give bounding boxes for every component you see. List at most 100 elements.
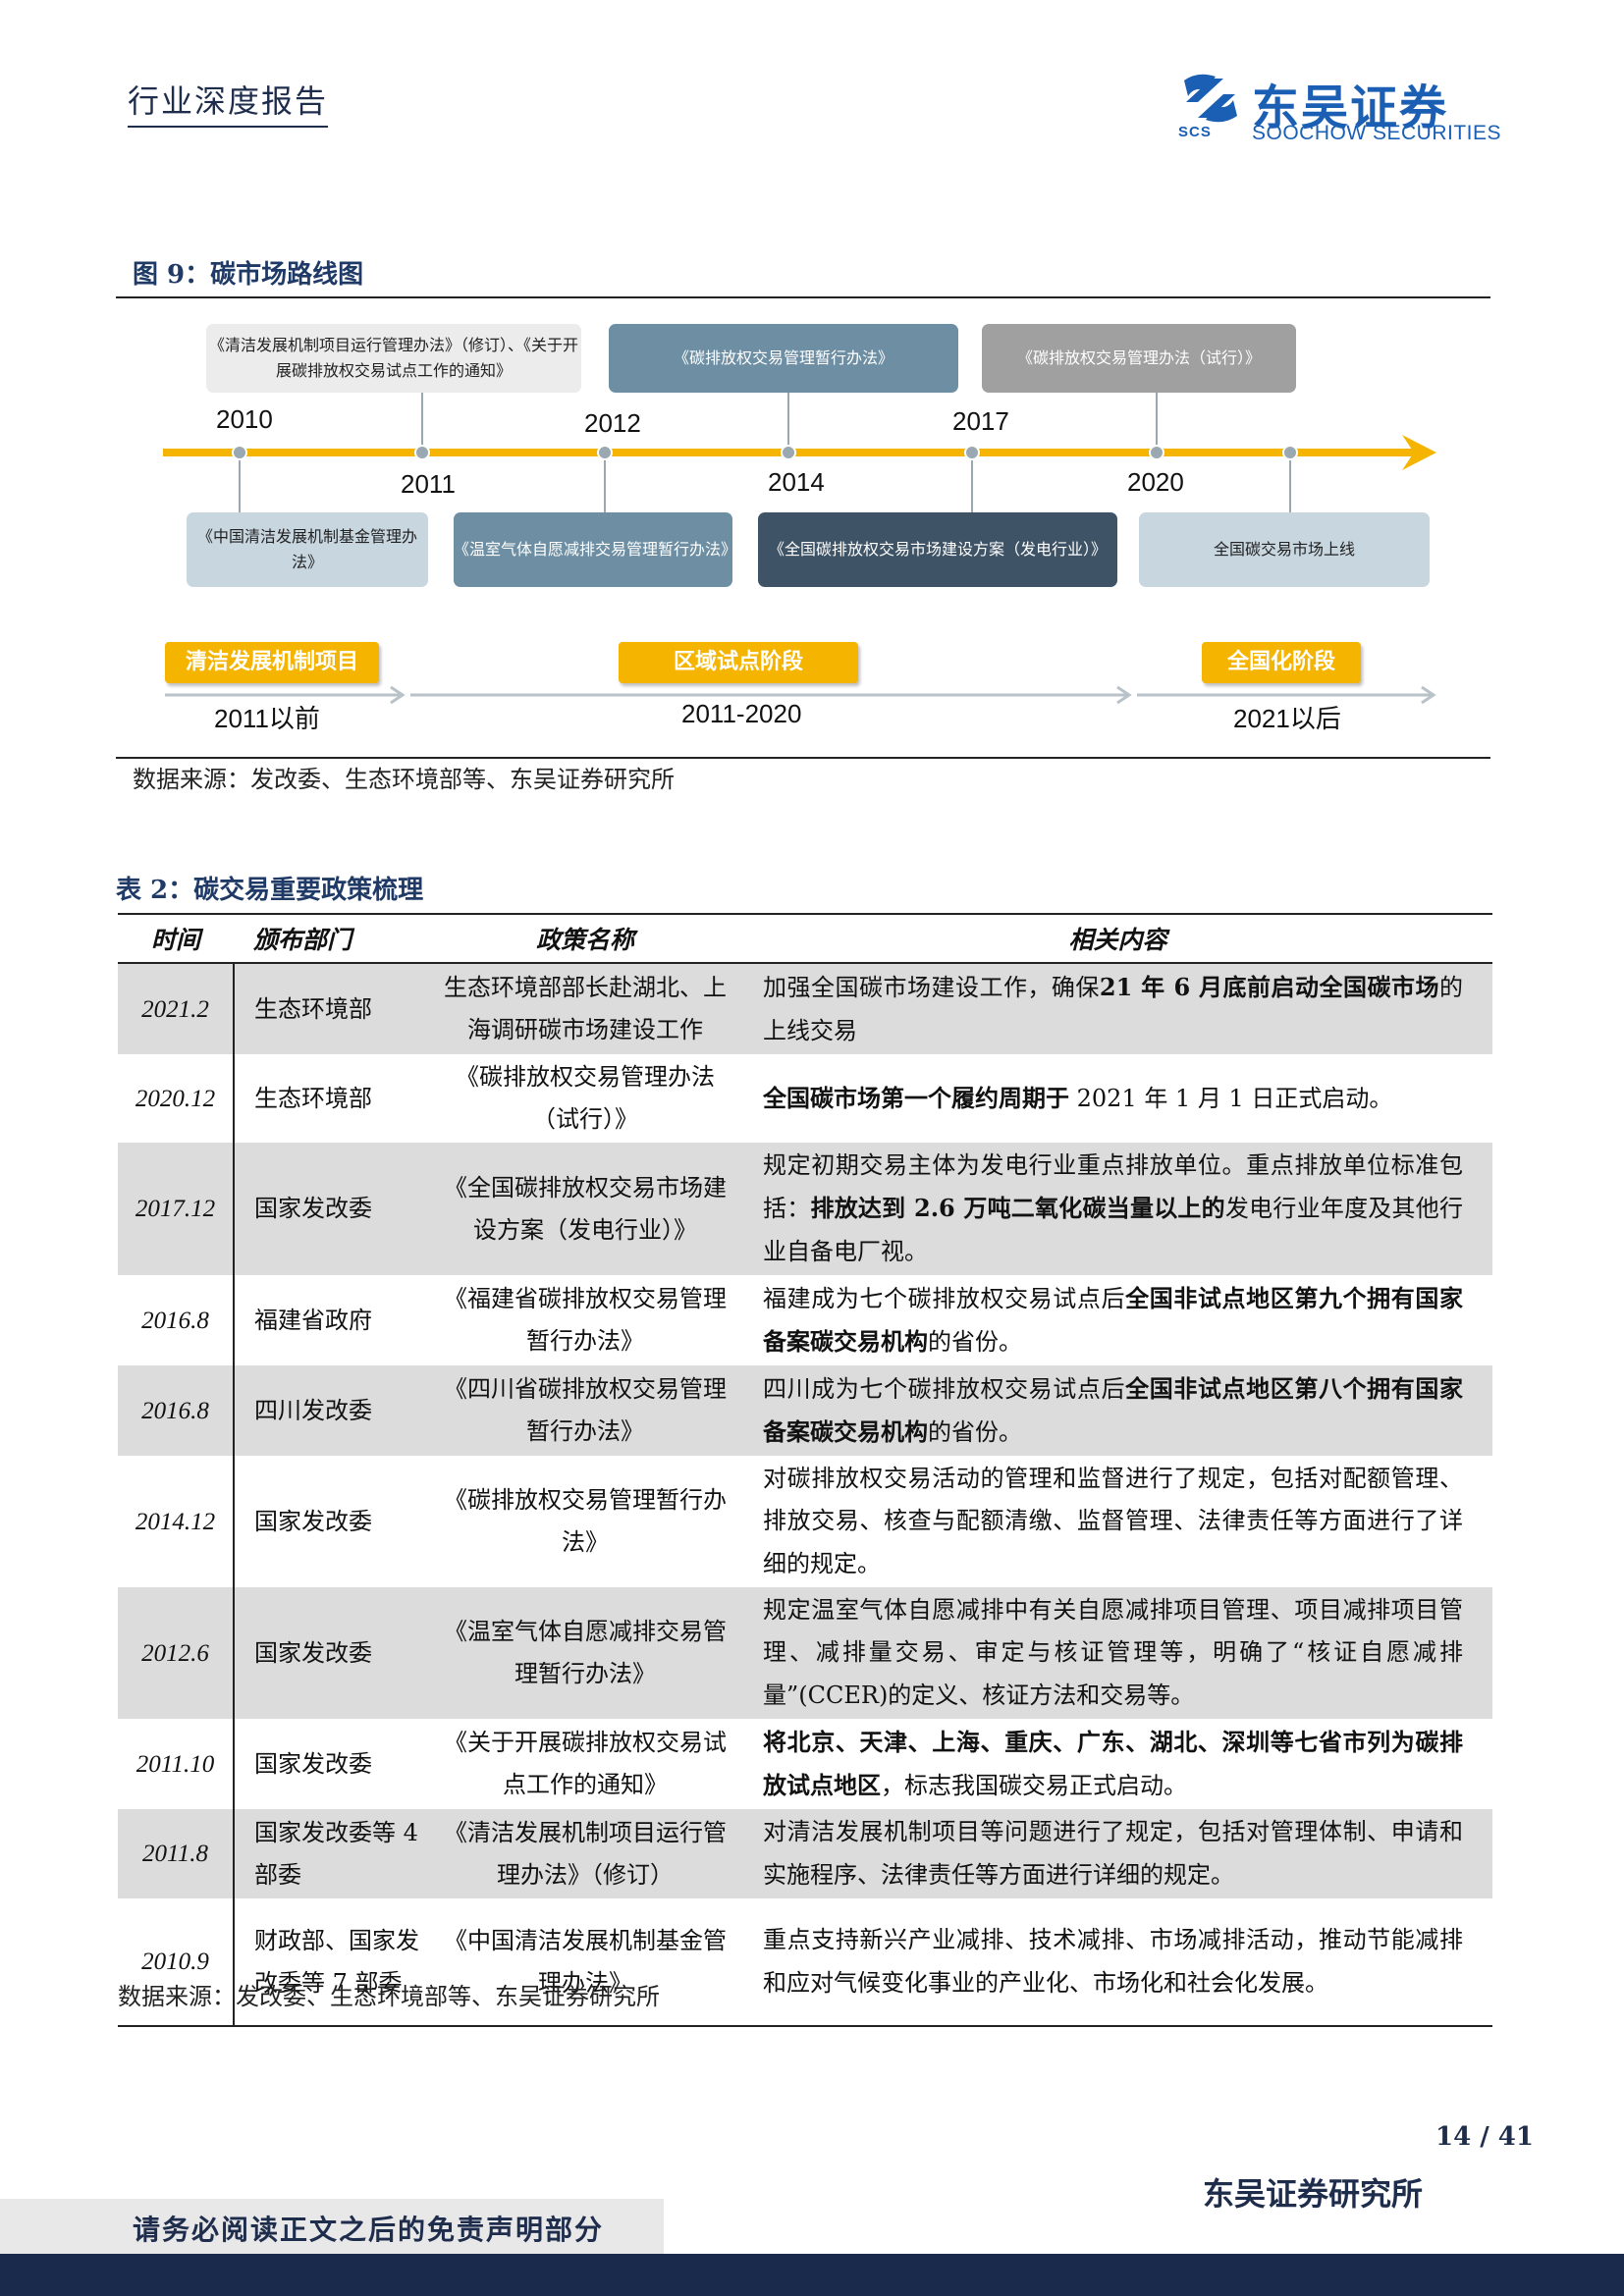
cell-time: 2017.12 <box>118 1143 235 1275</box>
cell-content: 福建成为七个碳排放权交易试点后全国非试点地区第九个拥有国家备案碳交易机构的省份。 <box>743 1275 1492 1365</box>
disclaimer-band <box>0 2199 664 2254</box>
content-emphasis: 全国非试点地区第八个拥有国家备案碳交易机构 <box>763 1374 1464 1446</box>
content-text: 2021 年 1 月 1 日正式启动。 <box>1069 1085 1393 1112</box>
cell-time: 2012.6 <box>118 1587 235 1719</box>
cell-policy-name: 《四川省碳排放权交易管理暂行办法》 <box>427 1365 743 1456</box>
policy-box-2012: 《温室气体自愿减排交易管理暂行办法》 <box>454 512 736 587</box>
content-text: 重点支持新兴产业减排、技术减排、市场减排活动，推动节能减排和应对气候变化事业的产… <box>763 1926 1463 1997</box>
cell-content: 重点支持新兴产业减排、技术减排、市场减排活动，推动节能减排和应对气候变化事业的产… <box>743 1898 1492 2027</box>
content-text: 规定温室气体自愿减排中有关自愿减排项目管理、项目减排项目管理、减排量交易、审定与… <box>763 1596 1463 1709</box>
figure-source: 数据来源：发改委、生态环境部等、东吴证券研究所 <box>133 766 675 793</box>
content-text: 的上线交易 <box>763 974 1463 1044</box>
header-name: 政策名称 <box>427 913 743 964</box>
year-label-2014: 2014 <box>768 467 825 497</box>
content-text: 规定初期交易主体为发电行业重点排放单位。重点排放单位标准包括： <box>763 1151 1463 1222</box>
cell-policy-name: 《福建省碳排放权交易管理暂行办法》 <box>444 1285 727 1355</box>
period-label-pilot: 2011-2020 <box>681 699 802 728</box>
table-row: 2011.10 国家发改委 《关于开展碳排放权交易试点工作的通知》将北京、天津、上海… <box>118 1719 1492 1809</box>
figure-title: 图 9：碳市场路线图 <box>133 260 364 290</box>
policy-box-2017: 《全国碳排放权交易市场建设方案（发电行业）》 <box>758 512 1117 587</box>
policy-box-2010: 《中国清洁发展机制基金管理办法》 <box>187 512 428 587</box>
cell-policy-name: 《中国清洁发展机制基金管理办法》 <box>427 1898 743 2027</box>
header-time: 时间 <box>118 913 234 964</box>
disclaimer-text: 请务必阅读正文之后的免责声明部分 <box>133 2214 605 2246</box>
bottom-bar <box>0 2254 1624 2296</box>
cell-dept: 国家发改委 <box>254 1749 372 1778</box>
stage-badge-national: 全国化阶段 <box>1202 642 1361 683</box>
logo-cn-text: 东吴证券 <box>1252 80 1449 135</box>
content-emphasis: 21 年 6 月底前启动全国碳市场 <box>1099 973 1439 1001</box>
cell-dept: 生态环境部 <box>234 963 427 1054</box>
timeline-arrowhead <box>1402 435 1436 470</box>
content-text: 的省份。 <box>928 1328 1022 1356</box>
page-number: 14 / 41 <box>1435 2122 1534 2152</box>
content-text: 加强全国碳市场建设工作，确保 <box>763 974 1100 1001</box>
cell-time: 2016.8 <box>118 1275 235 1365</box>
content-emphasis: 将北京、天津、上海、重庆、广东、湖北、深圳等七省市列为碳排放试点地区 <box>763 1728 1463 1799</box>
report-type-label: 行业深度报告 <box>128 77 329 128</box>
timeline-graphic <box>163 383 1436 705</box>
policy-box-2021: 全国碳交易市场上线 <box>1139 512 1430 587</box>
period-label-national: 2021以后 <box>1233 704 1341 733</box>
cell-dept: 国家发改委等 4 部委 <box>234 1809 427 1898</box>
stage-badge-cdm: 清洁发展机制项目 <box>165 642 379 683</box>
content-text: 福建成为七个碳排放权交易试点后 <box>763 1285 1126 1312</box>
policy-box-2011-cdm: 《清洁发展机制项目运行管理办法》（修订）、《关于开展碳排放权交易试点工作的通知》 <box>206 324 581 393</box>
logo-en-text: SOOCHOW SECURITIES <box>1252 122 1502 144</box>
header-content: 相关内容 <box>743 913 1492 964</box>
header-dept: 颁布部门 <box>234 913 427 964</box>
cell-time: 2010.9 <box>118 1898 235 2027</box>
content-text: 四川成为七个碳排放权交易试点后 <box>763 1375 1126 1403</box>
year-label-2011: 2011 <box>401 469 456 499</box>
cell-content: 规定温室气体自愿减排中有关自愿减排项目管理、项目减排项目管理、减排量交易、审定与… <box>743 1587 1492 1719</box>
cell-time: 2016.8 <box>118 1365 235 1456</box>
cell-dept: 生态环境部 <box>254 1084 372 1112</box>
cell-content: 规定初期交易主体为发电行业重点排放单位。重点排放单位标准包括：排放达到 2.6 … <box>743 1143 1492 1275</box>
cell-content: 对碳排放权交易活动的管理和监督进行了规定，包括对配额管理、排放交易、核查与配额清… <box>743 1456 1492 1587</box>
cell-time: 2011.8 <box>118 1809 235 1898</box>
cell-policy-name: 《全国碳排放权交易市场建设方案（发电行业）》 <box>427 1143 743 1275</box>
figure-bottom-rule <box>116 757 1490 759</box>
logo-mark-icon <box>1184 74 1237 123</box>
cell-policy-name: 《温室气体自愿减排交易管理暂行办法》 <box>427 1587 743 1719</box>
cell-policy-name: 《关于开展碳排放权交易试点工作的通知》 <box>444 1729 727 1798</box>
content-text: 发电行业年度及其他行业自备电厂视。 <box>763 1195 1464 1265</box>
table-title: 表 2：碳交易重要政策梳理 <box>116 876 424 905</box>
content-emphasis: 全国碳市场第一个履约周期于 <box>763 1084 1069 1112</box>
cell-dept: 四川发改委 <box>234 1365 427 1456</box>
institute-name: 东吴证券研究所 <box>1203 2175 1424 2213</box>
content-emphasis: 全国非试点地区第九个拥有国家备案碳交易机构 <box>763 1284 1464 1356</box>
content-emphasis: 排放达到 2.6 万吨二氧化碳当量以上的 <box>810 1194 1225 1222</box>
cell-time: 2014.12 <box>118 1456 235 1587</box>
cell-dept: 财政部、国家发改委等 7 部委 <box>234 1898 427 2027</box>
cell-policy-name: 《碳排放权交易管理办法（试行）》 <box>456 1063 715 1133</box>
content-text: 对清洁发展机制项目等问题进行了规定，包括对管理体制、申请和实施程序、法律责任等方… <box>763 1818 1463 1889</box>
cell-content: 全国碳市场第一个履约周期于 2021 年 1 月 1 日正式启动。 <box>743 1054 1492 1143</box>
cell-content: 加强全国碳市场建设工作，确保21 年 6 月底前启动全国碳市场的上线交易 <box>743 963 1492 1054</box>
policy-box-2014: 《碳排放权交易管理暂行办法》 <box>609 324 958 393</box>
cell-policy-name: 生态环境部部长赴湖北、上海调研碳市场建设工作 <box>427 963 743 1054</box>
period-label-cdm: 2011以前 <box>214 704 320 733</box>
content-text: ，标志我国碳交易正式启动。 <box>881 1772 1187 1799</box>
company-logo <box>1176 71 1247 141</box>
cell-time: 2011.10 <box>118 1719 235 1809</box>
figure-top-rule <box>116 296 1490 298</box>
cell-dept: 国家发改委 <box>234 1143 427 1275</box>
cell-policy-name: 《清洁发展机制项目运行管理办法》（修订） <box>427 1809 743 1898</box>
year-label-2017: 2017 <box>952 406 1009 436</box>
cell-dept: 福建省政府 <box>254 1306 372 1334</box>
policy-box-2020: 《碳排放权交易管理办法（试行）》 <box>982 324 1296 393</box>
cell-policy-name: 《碳排放权交易管理暂行办法》 <box>444 1486 727 1556</box>
table-header-row: 时间 颁布部门 政策名称 相关内容 <box>118 913 1492 964</box>
content-text: 对碳排放权交易活动的管理和监督进行了规定，包括对配额管理、排放交易、核查与配额清… <box>763 1465 1463 1577</box>
year-label-2012: 2012 <box>584 408 641 438</box>
